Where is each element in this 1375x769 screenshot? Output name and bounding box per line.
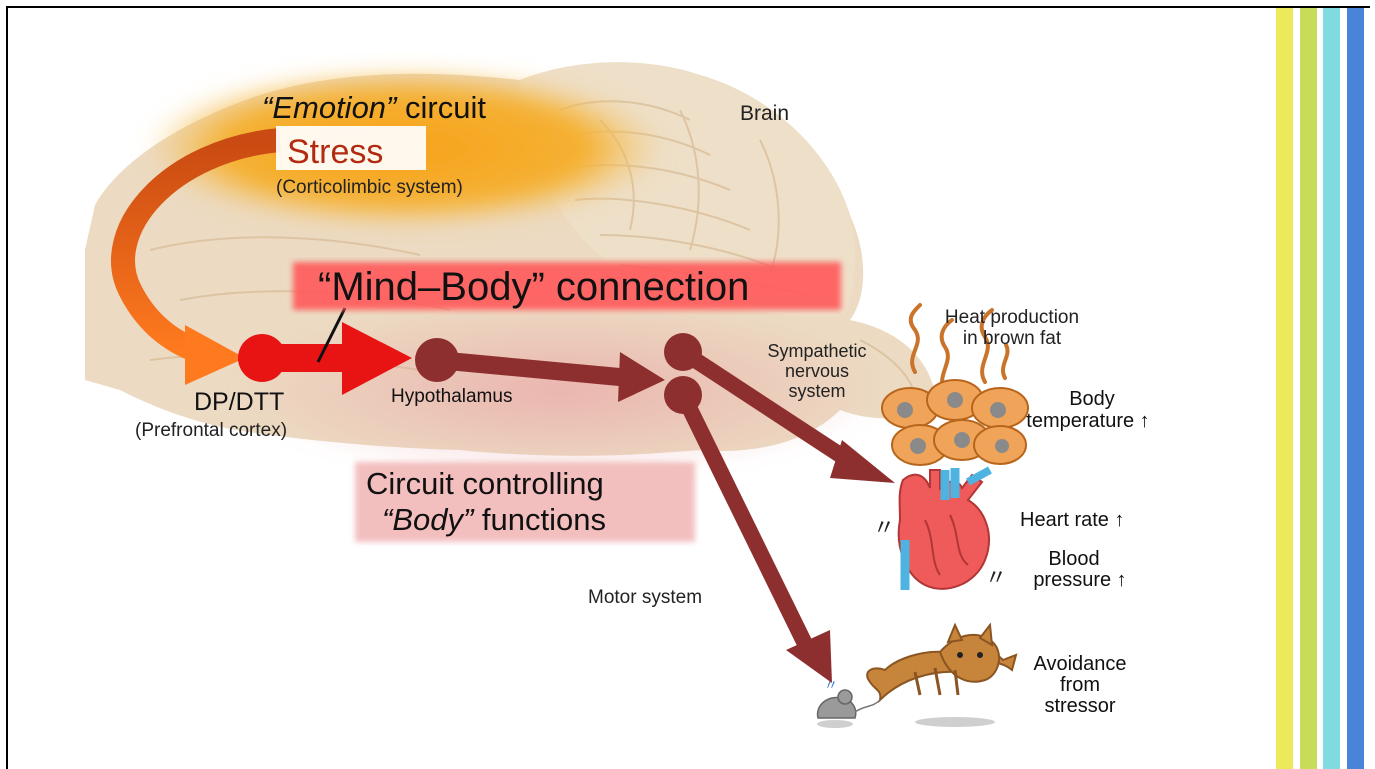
avoidance-line1: Avoidance	[1033, 653, 1126, 675]
svg-text:“Emotion” circuit: “Emotion” circuit	[262, 90, 486, 125]
blood-pressure-line1: Blood	[1048, 548, 1099, 570]
svg-text:〃: 〃	[985, 565, 1007, 590]
body-circuit-line1: Circuit controlling	[366, 466, 604, 501]
body-temperature-label: Body temperature ↑	[1026, 388, 1149, 432]
motor-system-label: Motor system	[588, 587, 702, 608]
emotion-circuit-label-word: “Emotion”	[262, 90, 398, 125]
emotion-circuit-label-rest: circuit	[396, 90, 486, 125]
body-circuit-line2-word: “Body”	[382, 502, 475, 537]
avoidance-label: Avoidance from stressor	[1033, 653, 1126, 717]
sympathetic-label-line1: Sympathetic	[767, 341, 866, 361]
svg-text:“Body” functions: “Body” functions	[382, 502, 606, 537]
heat-production-label: Heat production in brown fat	[945, 307, 1079, 349]
body-circuit-label: Circuit controlling “Body” functions	[366, 466, 606, 537]
avoidance-line3: stressor	[1044, 695, 1115, 717]
body-temperature-line1: Body	[1069, 388, 1115, 410]
avoidance-line2: from	[1060, 674, 1100, 696]
emotion-circuit-label: “Emotion” circuit	[262, 90, 486, 125]
corticolimbic-label: (Corticolimbic system)	[276, 177, 463, 198]
cat-illustration	[867, 625, 1016, 727]
hypothalamus-label: Hypothalamus	[391, 386, 512, 407]
mouse-illustration: 〃	[817, 677, 880, 728]
svg-text:〃: 〃	[824, 677, 838, 693]
prefrontal-label: (Prefrontal cortex)	[135, 420, 287, 441]
dp-dtt-label: DP/DTT	[194, 388, 284, 416]
heat-production-line1: Heat production	[945, 307, 1079, 328]
blood-pressure-label: Blood pressure ↑	[1033, 548, 1126, 591]
body-temperature-line2: temperature ↑	[1026, 410, 1149, 432]
brain-label: Brain	[740, 102, 789, 125]
body-circuit-line2-rest: functions	[473, 502, 606, 537]
blood-pressure-line2: pressure ↑	[1033, 569, 1126, 591]
sympathetic-label-line3: system	[788, 381, 845, 401]
stress-label: Stress	[287, 133, 383, 171]
heat-production-line2: in brown fat	[963, 328, 1062, 349]
mind-body-label: “Mind–Body” connection	[318, 265, 749, 309]
svg-text:〃: 〃	[873, 515, 895, 540]
heart-rate-label: Heart rate ↑	[1020, 509, 1124, 531]
heart-illustration: 〃 〃	[873, 468, 1007, 590]
sympathetic-label-line2: nervous	[785, 361, 849, 381]
